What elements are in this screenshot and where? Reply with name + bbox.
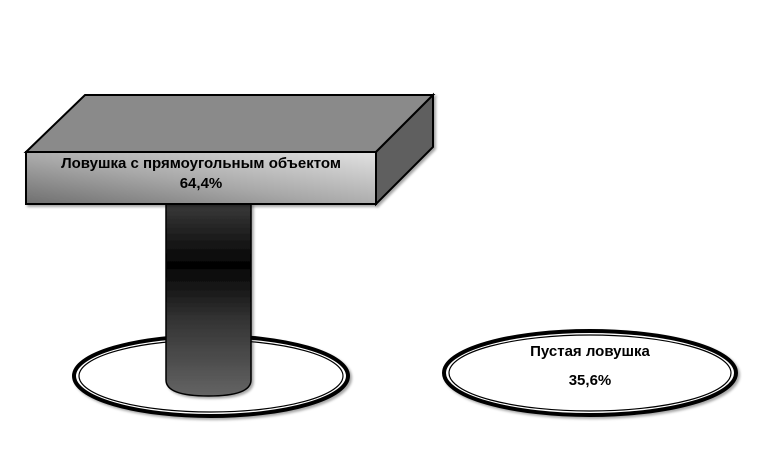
box-front-face <box>25 151 377 205</box>
pillar <box>165 203 252 397</box>
ellipse-value-label: 35,6% <box>568 372 612 389</box>
box-3d <box>23 92 436 207</box>
ellipse-label: Пустая ловушка 35,6% <box>443 343 737 390</box>
box-top-face <box>23 94 436 153</box>
box-label: Ловушка с прямоугольным объектом 64,4% <box>26 152 376 194</box>
box-value-label: 64,4% <box>179 175 223 192</box>
ellipse-category-label: Пустая ловушка <box>530 343 650 360</box>
box-category-label: Ловушка с прямоугольным объектом <box>61 155 341 172</box>
right-ellipse <box>442 329 738 417</box>
